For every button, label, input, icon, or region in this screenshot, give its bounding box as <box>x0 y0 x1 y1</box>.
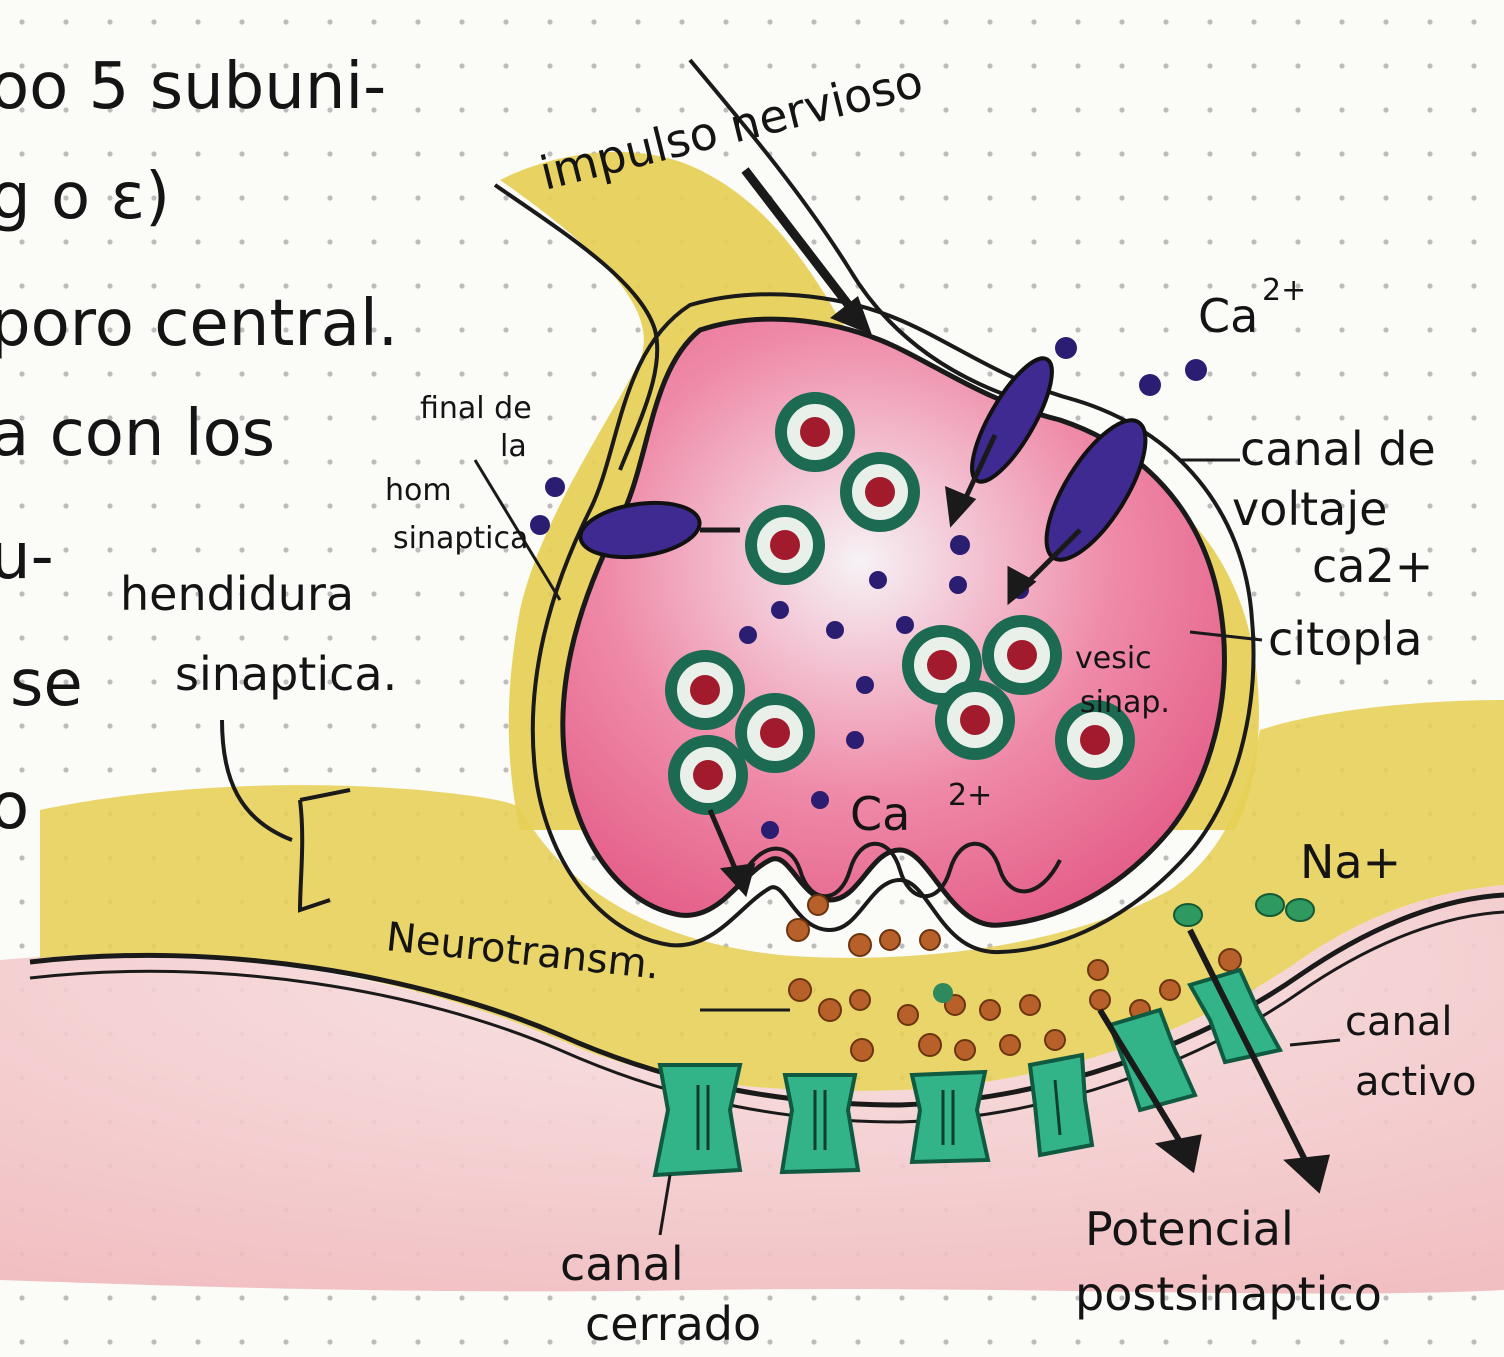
label-final-3: hom <box>385 473 452 508</box>
neurotransmitter-green <box>933 983 953 1003</box>
vesicle <box>751 511 819 579</box>
label-final-1: final de <box>420 391 532 426</box>
vesicle <box>988 621 1056 689</box>
label-ca-inner-sup: 2+ <box>948 778 992 813</box>
label-canal-cerrado-1: canal <box>560 1237 684 1291</box>
label-canal-voltaje-1: canal de <box>1240 422 1436 476</box>
note-line-3: poro central. <box>0 287 398 361</box>
receptor-closed-3 <box>912 1072 988 1162</box>
note-line-2: g o ε) <box>0 160 170 234</box>
label-hendidura-2: sinaptica. <box>175 647 397 701</box>
label-final-2: la <box>500 429 527 464</box>
label-vesic-2: sinap. <box>1080 685 1170 720</box>
label-canal-cerrado-2: cerrado <box>585 1297 761 1351</box>
label-sodio: Na+ <box>1300 835 1401 889</box>
receptor-closed-4 <box>1030 1055 1092 1155</box>
vesicle <box>941 686 1009 754</box>
label-canal-activo-1: canal <box>1345 999 1452 1045</box>
label-potencial-1: Potencial <box>1085 1202 1294 1256</box>
label-citoplasma: citopla <box>1268 612 1422 666</box>
label-final-4: sinaptica <box>393 521 528 556</box>
note-line-5: u- <box>0 520 54 594</box>
label-hendidura-1: hendidura <box>120 567 354 621</box>
label-canal-activo-2: activo <box>1355 1059 1476 1105</box>
label-ca-top-sup: 2+ <box>1262 273 1306 308</box>
receptor-closed-2 <box>782 1075 858 1172</box>
note-line-6: se <box>10 647 83 721</box>
vesicle <box>671 656 739 724</box>
label-vesic-1: vesic <box>1075 641 1152 676</box>
note-line-1: oo 5 subuni- <box>0 50 386 124</box>
vesicle <box>846 458 914 526</box>
label-ca-top-text: Ca <box>1198 289 1258 343</box>
label-potencial-2: postsinaptico <box>1075 1267 1382 1321</box>
note-line-4: a con los <box>0 397 275 471</box>
vesicle <box>781 398 849 466</box>
note-line-7: o <box>0 770 29 844</box>
label-ca-inner-text: Ca <box>850 787 910 841</box>
label-canal-voltaje-2: voltaje <box>1232 482 1387 536</box>
vesicle <box>674 741 742 809</box>
vesicle <box>741 699 809 767</box>
label-canal-voltaje-3: ca2+ <box>1312 539 1433 593</box>
